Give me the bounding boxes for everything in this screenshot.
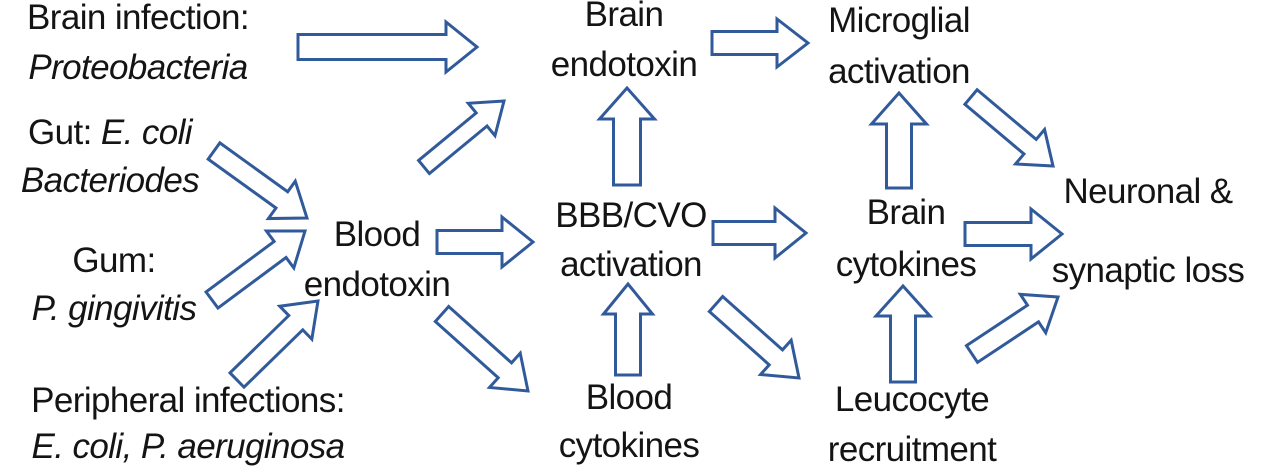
node-peripheral-infections-text: E. coli, P. aeruginosa — [31, 427, 345, 466]
arrow-leucocyte-recruitment-to-brain-cytokines — [872, 283, 934, 384]
arrow-brain-cytokines-to-neuronal-synaptic-loss — [963, 205, 1065, 263]
node-brain-infection-line-2: Proteobacteria — [27, 43, 249, 93]
node-gum-text: Gum: — [72, 241, 156, 280]
arrow-brain-endotoxin-to-microglial-activation — [710, 15, 811, 71]
node-neuronal-synaptic-loss-text: Neuronal & — [1063, 172, 1233, 211]
node-leucocyte-recruitment-line-1: Leucocyte — [828, 375, 996, 425]
node-bbb-cvo-activation-line-2: activation — [555, 240, 706, 289]
node-peripheral-infections-text: Peripheral infections: — [31, 381, 345, 420]
node-brain-cytokines: Brain cytokines — [836, 187, 977, 291]
arrow-bbb-cvo-activation-to-brain-endotoxin — [596, 85, 658, 187]
node-blood-endotoxin-line-1: Blood — [304, 210, 450, 260]
node-gut-line-2: Bacteriodes — [20, 157, 200, 205]
node-peripheral-infections-line-1: Peripheral infections: — [31, 378, 345, 424]
node-blood-cytokines-line-2: cytokines — [559, 422, 700, 470]
arrow-microglial-activation-to-neuronal-synaptic-loss — [962, 87, 1055, 168]
node-blood-cytokines: Blood cytokines — [559, 374, 700, 470]
node-brain-cytokines-text: Brain — [866, 193, 946, 232]
node-blood-endotoxin-text: endotoxin — [303, 265, 451, 304]
node-brain-endotoxin-line-1: Brain — [551, 0, 697, 40]
node-microglial-activation-line-1: Microglial — [828, 0, 970, 46]
arrow-peripheral-infections-to-blood-endotoxin — [227, 299, 320, 390]
node-gum: Gum: P. gingivitis — [32, 237, 197, 333]
node-neuronal-synaptic-loss: Neuronal & synaptic loss — [1052, 152, 1245, 310]
node-blood-endotoxin-line-2: endotoxin — [303, 260, 451, 310]
arrow-blood-cytokines-to-bbb-cvo-activation — [600, 281, 656, 377]
node-neuronal-synaptic-loss-text: synaptic loss — [1051, 251, 1245, 290]
node-brain-endotoxin-text: Brain — [584, 0, 664, 34]
node-peripheral-infections-line-2: E. coli, P. aeruginosa — [31, 424, 345, 470]
node-brain-infection-text: Proteobacteria — [28, 48, 248, 87]
arrow-bbb-cvo-activation-to-leucocyte-recruitment — [707, 294, 801, 380]
node-blood-cytokines-text: cytokines — [558, 426, 700, 465]
node-bbb-cvo-activation-text: activation — [560, 245, 702, 284]
node-brain-infection-line-1: Brain infection: — [27, 0, 250, 43]
node-neuronal-synaptic-loss-line-2: synaptic loss — [1052, 231, 1245, 310]
arrow-brain-cytokines-to-microglial-activation — [868, 90, 930, 190]
arrow-gum-to-blood-endotoxin — [203, 229, 308, 311]
node-leucocyte-recruitment-line-2: recruitment — [827, 425, 997, 475]
node-blood-cytokines-text: Blood — [585, 378, 673, 417]
node-gut-text: Bacteriodes — [20, 161, 200, 200]
node-peripheral-infections: Peripheral infections: E. coli, P. aerugi… — [31, 378, 345, 470]
node-leucocyte-recruitment: Leucocyte recruitment — [827, 375, 997, 475]
node-brain-infection-text: Brain infection: — [27, 0, 250, 37]
node-microglial-activation-text: Microglial — [828, 1, 970, 40]
node-gut-text: Gut: — [27, 113, 101, 152]
node-gum-line-2: P. gingivitis — [32, 285, 197, 333]
node-bbb-cvo-activation: BBB/CVO activation — [555, 191, 707, 289]
arrow-blood-endotoxin-to-bbb-cvo-activation — [435, 213, 536, 271]
node-microglial-activation: Microglial activation — [828, 0, 970, 97]
arrow-blood-endotoxin-to-brain-endotoxin — [416, 99, 506, 176]
arrow-brain-infection-to-brain-endotoxin — [296, 18, 480, 76]
node-brain-infection: Brain infection: Proteobacteria — [27, 0, 250, 93]
node-gut-text: E. coli — [100, 113, 193, 152]
node-microglial-activation-text: activation — [828, 52, 970, 91]
node-leucocyte-recruitment-text: recruitment — [827, 430, 997, 469]
node-bbb-cvo-activation-line-1: BBB/CVO — [555, 191, 707, 240]
node-gum-line-1: Gum: — [32, 237, 197, 285]
node-brain-endotoxin-text: endotoxin — [550, 45, 698, 84]
node-gum-text: P. gingivitis — [31, 289, 197, 328]
arrow-gut-to-blood-endotoxin — [206, 140, 310, 221]
node-bbb-cvo-activation-text: BBB/CVO — [555, 196, 707, 235]
arrow-blood-endotoxin-to-blood-cytokines — [433, 304, 530, 393]
node-brain-cytokines-line-1: Brain — [836, 187, 977, 239]
node-blood-endotoxin-text: Blood — [333, 215, 421, 254]
node-neuronal-synaptic-loss-line-1: Neuronal & — [1052, 152, 1245, 231]
node-blood-cytokines-line-1: Blood — [559, 374, 700, 422]
node-leucocyte-recruitment-text: Leucocyte — [834, 380, 990, 419]
node-brain-cytokines-text: cytokines — [835, 245, 977, 284]
node-blood-endotoxin: Blood endotoxin — [303, 210, 451, 310]
arrow-bbb-cvo-activation-to-brain-cytokines — [711, 204, 809, 262]
arrow-leucocyte-recruitment-to-neuronal-synaptic-loss — [964, 292, 1061, 365]
node-brain-cytokines-line-2: cytokines — [836, 239, 977, 291]
node-brain-endotoxin: Brain endotoxin — [550, 0, 698, 90]
node-brain-endotoxin-line-2: endotoxin — [550, 40, 698, 90]
node-gut-line-1: Gut: E. coli — [21, 109, 199, 157]
node-microglial-activation-line-2: activation — [828, 46, 970, 97]
